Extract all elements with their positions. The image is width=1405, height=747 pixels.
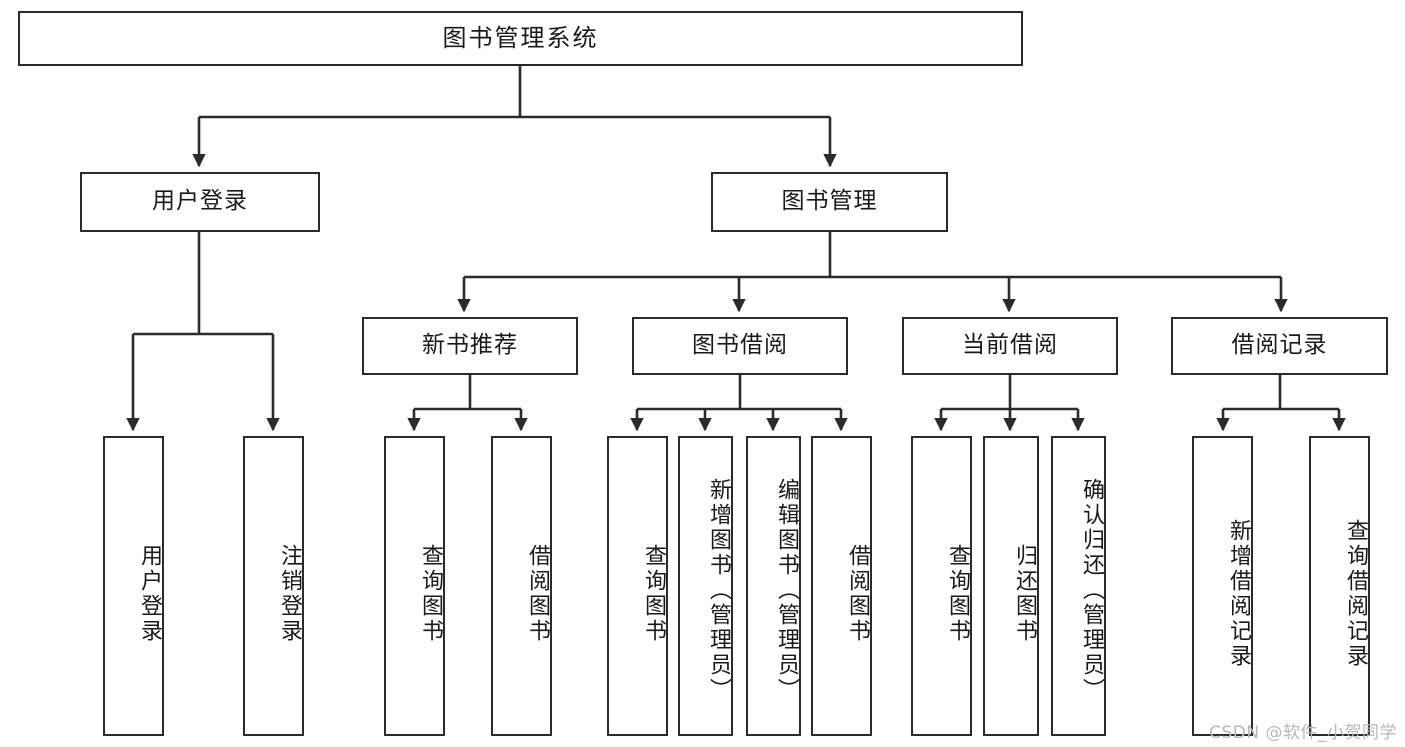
- leaf-edit-book-admin[interactable]: 编辑图书（管理员）: [746, 436, 801, 736]
- leaf-return-book[interactable]: 归还图书: [983, 436, 1039, 736]
- leaf-add-book-admin[interactable]: 新增图书（管理员）: [678, 436, 733, 736]
- node-label: 图书管理: [781, 188, 878, 215]
- node-borrow-record[interactable]: 借阅记录: [1171, 317, 1388, 375]
- node-label: 用户登录: [152, 188, 248, 215]
- leaf-confirm-return-admin[interactable]: 确认归还（管理员）: [1051, 436, 1106, 736]
- node-label: 查询图书: [418, 544, 443, 644]
- leaf-query-book-borrow[interactable]: 查询图书: [607, 436, 668, 736]
- leaf-borrow-book[interactable]: 借阅图书: [811, 436, 872, 736]
- leaf-user-login[interactable]: 用户登录: [103, 436, 164, 736]
- leaf-query-book-recommend[interactable]: 查询图书: [384, 436, 445, 736]
- node-label: 查询图书: [945, 544, 970, 644]
- node-label: 当前借阅: [962, 332, 1058, 359]
- node-root-book-management-system[interactable]: 图书管理系统: [18, 11, 1023, 66]
- node-label: 新书推荐: [422, 332, 518, 359]
- node-label: 归还图书: [1012, 544, 1037, 644]
- node-new-book-recommend[interactable]: 新书推荐: [362, 317, 578, 375]
- node-label: 查询借阅记录: [1343, 519, 1368, 669]
- node-label: 新增借阅记录: [1226, 519, 1251, 669]
- node-user-login[interactable]: 用户登录: [80, 172, 320, 232]
- node-label: 确认归还（管理员）: [1079, 477, 1104, 703]
- node-label: 新增图书（管理员）: [706, 477, 731, 703]
- leaf-query-borrow-record[interactable]: 查询借阅记录: [1309, 436, 1370, 736]
- node-label: 借阅记录: [1231, 332, 1328, 359]
- node-book-borrow[interactable]: 图书借阅: [632, 317, 848, 375]
- leaf-logout-login[interactable]: 注销登录: [243, 436, 304, 736]
- leaf-add-borrow-record[interactable]: 新增借阅记录: [1192, 436, 1253, 736]
- leaf-query-book-current[interactable]: 查询图书: [911, 436, 972, 736]
- node-label: 借阅图书: [525, 544, 550, 644]
- watermark-csdn: CSDN @软件_小贺同学: [1209, 723, 1397, 743]
- node-label: 借阅图书: [845, 544, 870, 644]
- node-label: 图书管理系统: [442, 24, 599, 53]
- node-label: 注销登录: [277, 544, 302, 644]
- node-book-management[interactable]: 图书管理: [711, 172, 948, 232]
- node-label: 用户登录: [137, 544, 162, 644]
- node-label: 编辑图书（管理员）: [774, 477, 799, 703]
- node-current-borrow[interactable]: 当前借阅: [902, 317, 1118, 375]
- node-label: 图书借阅: [692, 332, 788, 359]
- leaf-borrow-book-recommend[interactable]: 借阅图书: [491, 436, 552, 736]
- node-label: 查询图书: [641, 544, 666, 644]
